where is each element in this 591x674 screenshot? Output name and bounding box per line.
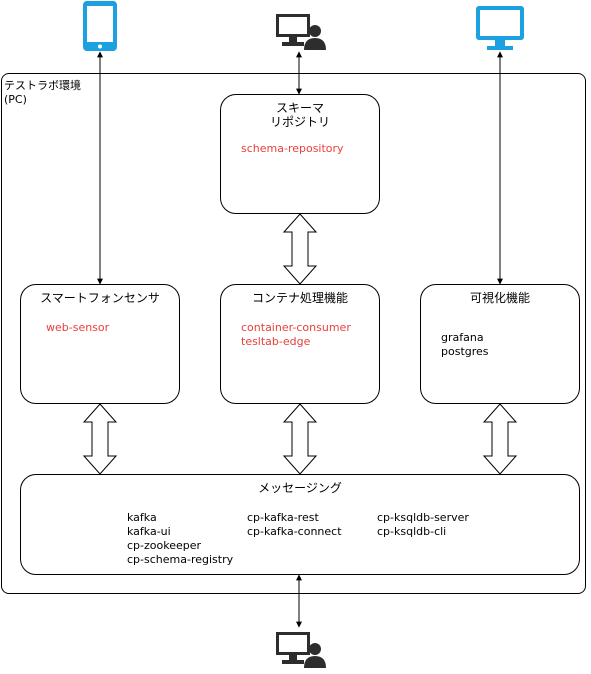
environment-label-line2: (PC) bbox=[4, 93, 27, 106]
computer-user-icon bbox=[274, 12, 326, 52]
monitor-icon bbox=[475, 4, 525, 52]
sensor-service-0: web-sensor bbox=[46, 321, 110, 334]
schema-service-0: schema-repository bbox=[241, 142, 344, 155]
schema-repository-box: スキーマ リポジトリ schema-repository bbox=[220, 94, 380, 214]
container-messaging-block-arrow bbox=[282, 403, 318, 475]
messaging-box-title: メッセージング bbox=[258, 481, 342, 495]
container-box-title: コンテナ処理機能 bbox=[251, 291, 348, 305]
messaging-col2: cp-kafka-rest cp-kafka-connect bbox=[247, 511, 342, 539]
messaging-service: kafka-ui bbox=[127, 525, 171, 538]
messaging-service: cp-zookeeper bbox=[127, 539, 202, 552]
messaging-service: cp-schema-registry bbox=[127, 553, 234, 566]
messaging-service: kafka bbox=[127, 511, 157, 524]
smartphone-icon bbox=[80, 0, 120, 52]
schema-box-title-line2: リポジトリ bbox=[269, 115, 330, 129]
environment-label: テストラボ環境 (PC) bbox=[4, 79, 81, 107]
schema-container-block-arrow bbox=[282, 213, 318, 285]
container-processing-box: コンテナ処理機能 container-consumer tesltab-edge bbox=[220, 284, 380, 404]
messaging-service: cp-ksqldb-server bbox=[377, 511, 469, 524]
container-service-1: tesltab-edge bbox=[241, 335, 311, 348]
sensor-messaging-block-arrow bbox=[82, 403, 118, 475]
schema-box-title-line1: スキーマ bbox=[275, 101, 324, 115]
messaging-col1: kafka kafka-ui cp-zookeeper cp-schema-re… bbox=[127, 511, 233, 567]
visualization-box: 可視化機能 grafana postgres bbox=[420, 284, 580, 404]
sensor-box-title: スマートフォンセンサ bbox=[40, 291, 160, 305]
messaging-service: cp-kafka-rest bbox=[247, 511, 319, 524]
smartphone-sensor-box: スマートフォンセンサ web-sensor bbox=[20, 284, 180, 404]
environment-label-line1: テストラボ環境 bbox=[4, 79, 81, 92]
messaging-service: cp-kafka-connect bbox=[247, 525, 342, 538]
messaging-col3: cp-ksqldb-server cp-ksqldb-cli bbox=[377, 511, 469, 539]
messaging-box: メッセージング kafka kafka-ui cp-zookeeper cp-s… bbox=[20, 474, 580, 575]
environment-frame bbox=[1, 73, 586, 594]
viz-messaging-block-arrow bbox=[482, 403, 518, 475]
container-service-0: container-consumer bbox=[241, 321, 351, 334]
viz-service-0: grafana bbox=[441, 331, 484, 344]
viz-box-title: 可視化機能 bbox=[469, 291, 530, 305]
viz-service-1: postgres bbox=[441, 345, 489, 358]
computer-user-icon-bottom bbox=[274, 630, 326, 670]
messaging-service: cp-ksqldb-cli bbox=[377, 525, 447, 538]
